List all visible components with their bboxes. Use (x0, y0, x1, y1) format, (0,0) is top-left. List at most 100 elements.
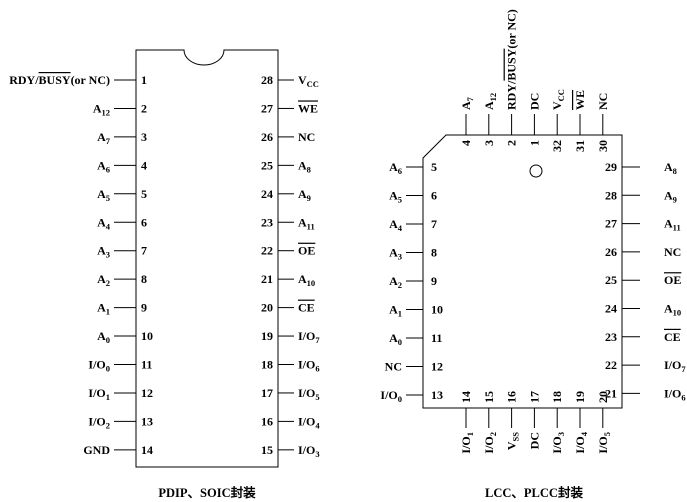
pin-label-segment: A (389, 274, 398, 288)
pin-label-segment: 9 (307, 192, 311, 202)
pin-label-segment: CE (298, 301, 315, 315)
pin-label-segment: RDY/ (9, 73, 39, 87)
pin-label-segment: GND (83, 443, 110, 457)
pin-label-segment: WE (298, 101, 318, 115)
pin-label-segment: OE (298, 244, 315, 258)
lcc-body-outline (422, 134, 623, 409)
pin-label-segment: 5 (601, 432, 611, 436)
pin-label-segment: 7 (681, 364, 686, 374)
pin-label-segment: CC (556, 89, 566, 101)
pin-label-segment: A (389, 189, 398, 203)
pin-number: 13 (431, 388, 443, 402)
pin-label-segment: 4 (579, 431, 589, 436)
pin-number: 12 (431, 360, 443, 374)
pin-label-segment: 10 (673, 307, 682, 317)
pin-label-segment: 6 (398, 166, 402, 176)
pin-label: WE (298, 101, 318, 115)
pin-label-segment: I/O (88, 386, 105, 400)
pin-number: 3 (141, 130, 147, 144)
pin-label-segment: A (97, 158, 106, 172)
pin-label-segment: 5 (315, 391, 319, 401)
pin-label: I/O6 (664, 386, 686, 402)
pin-label: NC (385, 360, 402, 374)
pin-number: 6 (141, 215, 147, 229)
pin-label-segment: 5 (106, 192, 110, 202)
pin-label: I/O7 (298, 329, 320, 345)
pin-label-segment: 5 (398, 194, 402, 204)
pin-number: 5 (141, 187, 147, 201)
pin-label: A0 (389, 331, 402, 347)
pin-label: I/O2 (482, 432, 498, 454)
pin-label: A5 (97, 187, 110, 203)
pin-label: I/O3 (550, 432, 566, 454)
pin-number: 10 (141, 329, 153, 343)
pin-label-segment: NC (385, 360, 402, 374)
pin-number: 20 (261, 301, 273, 315)
pin-label-segment: 7 (465, 96, 475, 101)
pin-label: I/O5 (596, 432, 612, 454)
pin-label-segment: A (97, 187, 106, 201)
pin-label-segment: I/O (298, 358, 315, 372)
pin-number: 21 (261, 272, 273, 286)
pin-number: 13 (141, 414, 153, 428)
pin-number: 14 (459, 391, 473, 403)
pin-label-segment: NC (664, 245, 681, 259)
pin-label: VCC (298, 73, 319, 89)
pin-label-segment: 11 (307, 221, 315, 231)
pin-label: A6 (389, 160, 402, 176)
pin-number: 29 (605, 160, 617, 174)
pin-label-segment: 3 (106, 249, 110, 259)
pin-number: 17 (261, 386, 273, 400)
pin-label-segment: 0 (106, 335, 110, 345)
pin-label-segment: A (298, 187, 307, 201)
pin-number: 31 (573, 140, 587, 152)
pin-number: 26 (261, 130, 273, 144)
pin-label: RDY/BUSY(or NC) (9, 73, 110, 87)
pin-label: A8 (298, 158, 311, 174)
pin-label-segment: 11 (673, 222, 681, 232)
pin-label-segment: A (97, 329, 106, 343)
pin-label-segment: DC (527, 93, 541, 110)
pin-label-segment: 4 (106, 221, 111, 231)
pin-label-segment: (or NC) (505, 9, 519, 48)
pin-label: RDY/BUSY(or NC) (505, 9, 519, 110)
pin-label-segment: I/O (380, 388, 397, 402)
pin-label: A10 (298, 272, 315, 288)
pin-label-segment: V (505, 441, 519, 450)
pin-number: 2 (505, 140, 519, 146)
pin-number: 19 (573, 391, 587, 403)
pin-label-segment: 7 (106, 135, 111, 145)
pin-label: A2 (97, 272, 110, 288)
pin-label-segment: 6 (106, 164, 110, 174)
pin-label-segment: A (389, 246, 398, 260)
pin-number: 22 (605, 358, 617, 372)
pin-label-segment: 8 (307, 164, 311, 174)
pin-label: I/O0 (380, 388, 402, 404)
pin-label: I/O5 (298, 386, 320, 402)
pin-label: OE (664, 273, 681, 287)
pin-label-segment: 6 (315, 363, 319, 373)
pin-label-segment: I/O (298, 329, 315, 343)
pin-label: A9 (298, 187, 311, 203)
pin-label: GND (83, 443, 110, 457)
pin-label: A4 (389, 217, 403, 233)
pin-label-segment: BUSY (505, 48, 519, 80)
pin-number: 4 (141, 158, 147, 172)
pin-label-segment: NC (298, 130, 315, 144)
pin-label-segment: 1 (106, 306, 110, 316)
pin-label-segment: 0 (106, 363, 110, 373)
pin-label-segment: I/O (88, 414, 105, 428)
pin-number: 14 (141, 443, 153, 457)
pin-label: A3 (389, 246, 402, 262)
pin-label-segment: 1 (398, 308, 402, 318)
pin-label-segment: DC (527, 432, 541, 449)
pin-label-segment: A (389, 331, 398, 345)
pin-label: A8 (664, 160, 677, 176)
pin-label-segment: WE (573, 90, 587, 110)
pin-label: NC (298, 130, 315, 144)
pin-label: A2 (389, 274, 402, 290)
